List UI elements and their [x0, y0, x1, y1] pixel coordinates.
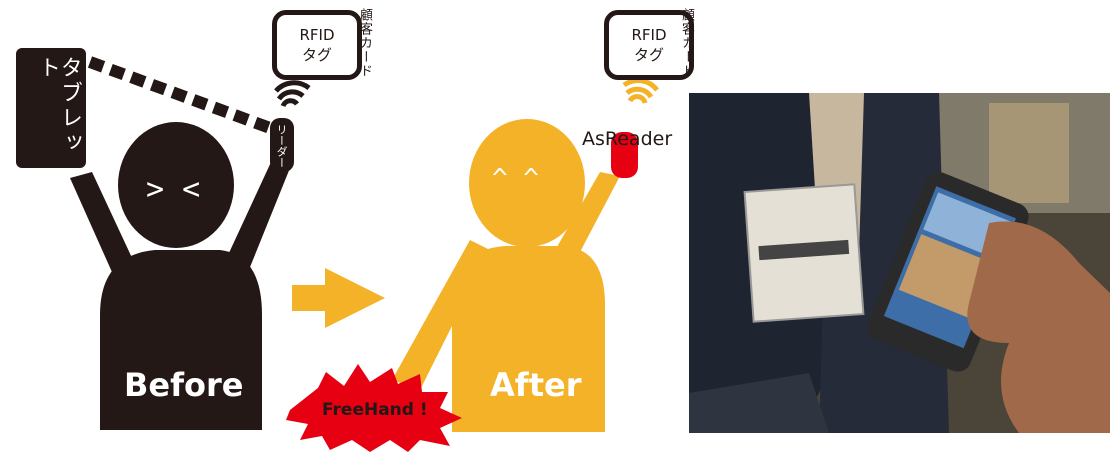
demo-photo: [689, 93, 1110, 433]
after-body: [452, 246, 605, 432]
rfid-line1: RFID: [277, 25, 357, 45]
customer-card-label-before: 顧客カード: [358, 8, 371, 78]
arrow-icon: [292, 268, 385, 328]
wifi-icon-before: [276, 83, 309, 106]
rfid-tag-card-before: RFID タグ: [272, 10, 362, 80]
customer-card-label-after: 顧客カード: [680, 8, 693, 78]
reader-label: リーダー: [276, 124, 287, 168]
rfid-line2: タグ: [609, 45, 689, 65]
freehand-label: FreeHand !: [322, 400, 428, 420]
before-face: > <: [146, 172, 200, 207]
before-label: Before: [124, 366, 243, 404]
connection-dashed-line: [90, 62, 270, 128]
rfid-line2: タグ: [277, 45, 357, 65]
rfid-line1: RFID: [609, 25, 689, 45]
wifi-icon-after: [624, 81, 657, 103]
after-face: ^ ^: [492, 164, 539, 194]
asreader-label: AsReader: [582, 128, 672, 150]
after-label: After: [490, 366, 581, 404]
